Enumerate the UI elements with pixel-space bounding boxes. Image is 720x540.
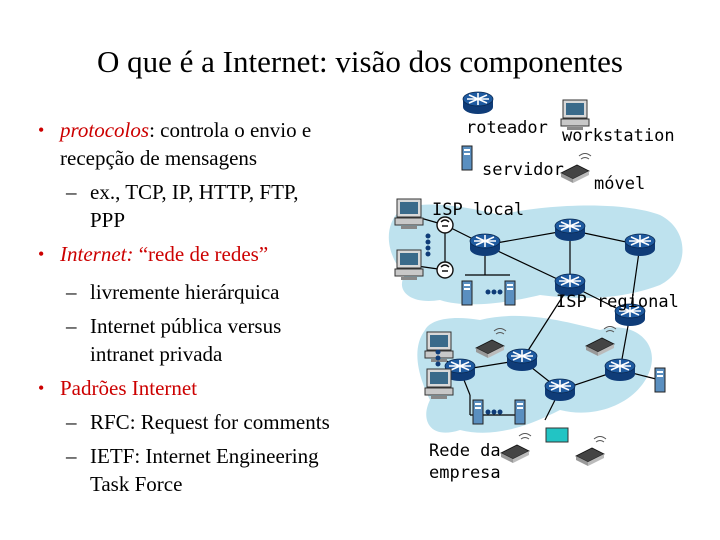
workstation-icon	[395, 250, 423, 280]
server-icon	[462, 281, 472, 305]
legend-server-label: servidor	[482, 160, 564, 180]
local-isp-label: ISP local	[432, 200, 524, 220]
legend-router-label: roteador	[466, 118, 548, 138]
mobile-laptop-icon	[561, 154, 591, 184]
mobile-laptop-icon	[501, 434, 531, 464]
router-icon	[470, 234, 500, 256]
server-icon	[515, 400, 525, 424]
access-point-icon	[546, 428, 568, 442]
router-icon	[545, 379, 575, 401]
company-net-label-line2: empresa	[429, 463, 501, 483]
router-icon	[463, 92, 493, 114]
router-icon	[605, 359, 635, 381]
mobile-laptop-icon	[576, 437, 606, 467]
server-icon	[473, 400, 483, 424]
workstation-icon	[425, 369, 453, 399]
telephone-icon	[437, 262, 453, 278]
server-icon	[505, 281, 515, 305]
router-icon	[625, 234, 655, 256]
legend-workstation-label: workstation	[562, 126, 675, 146]
router-icon	[507, 349, 537, 371]
server-icon	[655, 368, 665, 392]
workstation-icon	[395, 199, 423, 229]
server-icon	[462, 146, 472, 170]
legend-mobile-label: móvel	[594, 174, 645, 194]
router-icon	[555, 219, 585, 241]
regional-isp-label: ISP regional	[556, 292, 679, 312]
company-net-label-line1: Rede da	[429, 441, 501, 461]
